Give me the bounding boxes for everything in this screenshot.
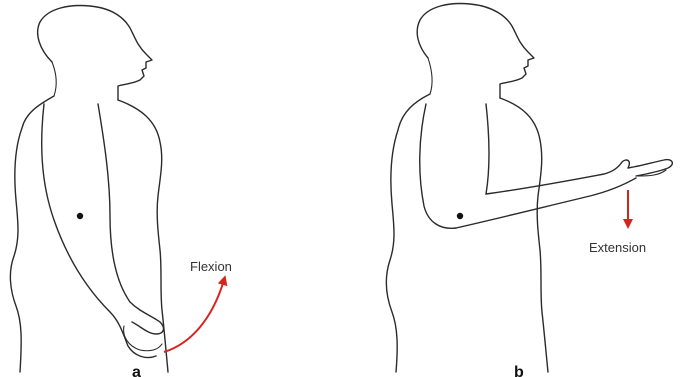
elbow-axis-dot-b: [457, 213, 463, 219]
figure-a-arm-back: [42, 104, 156, 358]
elbow-axis-dot-a: [77, 213, 83, 219]
extension-label: Extension: [589, 240, 646, 255]
figure-b-front: [500, 98, 548, 372]
figure-b-forearm-top: [486, 160, 672, 194]
figure-b-head: [417, 4, 534, 98]
panel-b-label: b: [514, 364, 524, 377]
figure-b-back: [386, 94, 430, 372]
panel-a-label: a: [132, 364, 141, 377]
figure-a-front: [118, 100, 168, 372]
panel-a: Flexion a: [10, 6, 232, 377]
figure-a-head: [38, 6, 152, 100]
figure-a-arm-front: [98, 104, 163, 334]
figure-a-neck-back: [52, 62, 56, 96]
figure-b-forearm-bottom: [456, 178, 636, 228]
figure-a-back: [10, 96, 54, 372]
figure-b-upperarm-back: [420, 104, 456, 228]
flexion-arrow: [164, 280, 224, 352]
figure-b-upperarm-front: [486, 104, 489, 194]
flexion-label: Flexion: [190, 259, 232, 274]
figure-b-neck-back: [428, 58, 432, 94]
panel-b: Extension b: [386, 4, 672, 377]
